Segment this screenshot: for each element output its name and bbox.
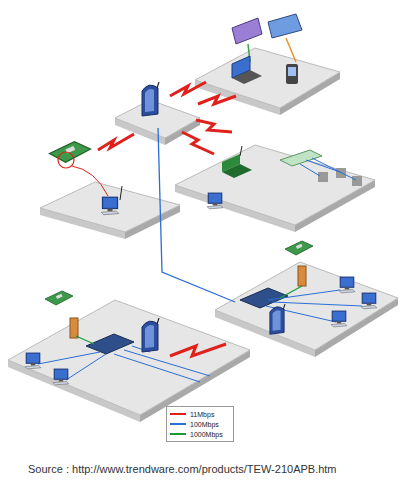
- wireless-bolt: [196, 120, 232, 132]
- legend-line-sample: [170, 413, 186, 415]
- antenna: [240, 146, 242, 156]
- legend-text: 100Mbps: [190, 420, 219, 429]
- desktop-pc: [331, 311, 347, 327]
- pc-card: [285, 241, 313, 255]
- lan-cable: [312, 158, 356, 180]
- legend-row: 100Mbps: [170, 419, 230, 429]
- platform-top: [175, 145, 375, 225]
- tablet-device: [268, 14, 302, 38]
- pc-card-client: [49, 142, 122, 215]
- lan-cable: [114, 354, 200, 382]
- legend-line-sample: [170, 433, 186, 435]
- lan-cable: [272, 302, 362, 306]
- laptop-screen: [232, 56, 250, 78]
- lan-cable: [268, 290, 340, 300]
- platform-top: [195, 48, 340, 108]
- desktop-pc: [339, 277, 355, 293]
- wireless-bolt: [98, 134, 134, 150]
- desktop-pc: [25, 353, 41, 369]
- wireless-bolt: [170, 82, 206, 96]
- lan-left: [25, 291, 210, 385]
- source-caption: Source : http://www.trendware.com/produc…: [28, 462, 337, 476]
- desktop-pc: [53, 369, 69, 385]
- legend-row: 11Mbps: [170, 409, 230, 419]
- legend-line-sample: [170, 423, 186, 425]
- gigabit-cable: [76, 336, 94, 344]
- access-point: [270, 304, 285, 334]
- lan-cable: [38, 352, 100, 364]
- router-lan: [207, 146, 362, 209]
- printer-box: [352, 176, 362, 186]
- desktop-pc: [207, 193, 223, 209]
- backbone-cable: [158, 128, 235, 302]
- platform-top: [8, 300, 250, 415]
- highlight-circle: [58, 152, 74, 168]
- wireless-bolt: [170, 344, 226, 356]
- wireless-bolt: [198, 96, 236, 104]
- lan-cable: [306, 160, 340, 172]
- access-point: [142, 318, 159, 352]
- wireless-bolt: [182, 132, 214, 154]
- desktop-pc: [101, 197, 119, 215]
- pc-card: [45, 291, 73, 305]
- tower-pc: [70, 318, 78, 338]
- wireless-links: [98, 82, 236, 356]
- insert-arrow: [72, 166, 108, 196]
- lan-cable: [300, 164, 320, 176]
- antenna: [120, 186, 122, 200]
- tablet-device: [232, 18, 262, 44]
- mobile-devices: [232, 14, 302, 84]
- legend-box: 11Mbps100Mbps1000Mbps: [166, 406, 234, 442]
- access-point: [142, 82, 159, 116]
- wireless-router: [222, 154, 240, 172]
- legend-text: 11Mbps: [190, 410, 214, 419]
- pda-screen: [288, 67, 296, 76]
- printer-box: [318, 172, 328, 182]
- legend-row: 1000Mbps: [170, 429, 230, 439]
- pc-card: [49, 142, 90, 163]
- legend-text: 1000Mbps: [190, 430, 223, 439]
- platform-top: [215, 262, 398, 350]
- lan-cable: [66, 354, 106, 380]
- desktop-pc: [361, 293, 377, 309]
- platform-top: [40, 182, 180, 232]
- sync-arrow: [286, 38, 296, 62]
- platforms: [8, 48, 398, 422]
- tower-pc: [298, 266, 306, 286]
- gigabit-cable: [280, 286, 302, 298]
- lan-right: [240, 241, 377, 334]
- pda-device: [286, 64, 298, 84]
